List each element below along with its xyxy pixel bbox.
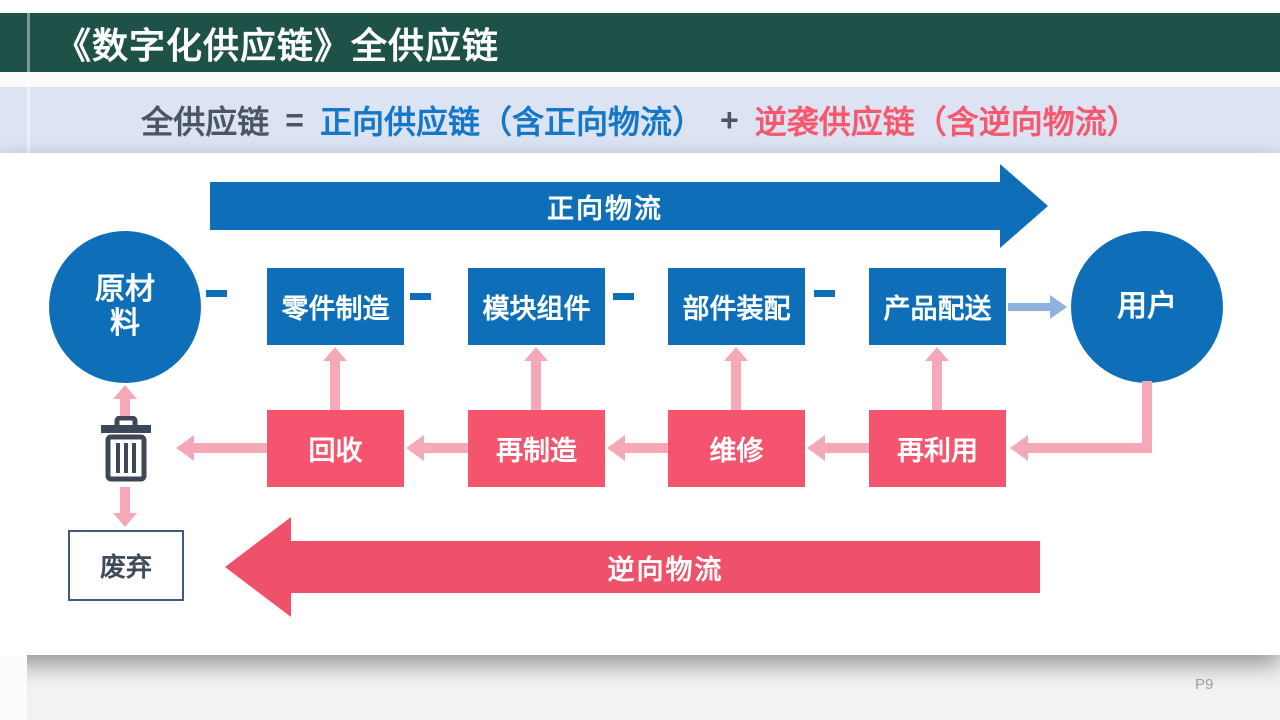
forward-logistics-arrow: 正向物流: [210, 182, 1000, 230]
formula-equals: =: [285, 101, 304, 138]
node-waste: 废弃: [68, 530, 184, 601]
left-arrowhead-icon: [406, 435, 424, 461]
node-repair-label: 维修: [709, 436, 764, 466]
formula-reverse-term: 逆袭供应链（含逆向物流）: [754, 104, 1139, 140]
page-number: P9: [1195, 676, 1214, 693]
down-arrowhead-icon: [113, 513, 137, 527]
user-to-reuse-connector-horizontal: [1028, 443, 1152, 453]
node-user: 用户: [1071, 231, 1223, 383]
connector-dash-icon: [410, 293, 431, 300]
formula-lhs: 全供应链: [141, 104, 270, 140]
up-arrow-shaft: [120, 399, 130, 416]
formula-plus: +: [720, 101, 739, 138]
left-arrowhead-icon: [607, 435, 625, 461]
reverse-logistics-arrowhead-icon: [225, 517, 291, 617]
up-arrowhead-icon: [724, 347, 748, 361]
left-arrowhead-icon: [807, 435, 825, 461]
node-reuse-label: 再利用: [897, 436, 978, 466]
node-user-label: 用户: [1117, 289, 1177, 323]
node-component-assembly-label: 部件装配: [682, 294, 791, 324]
node-parts-manufacturing: 零件制造: [267, 268, 404, 345]
node-parts-manufacturing-label: 零件制造: [281, 294, 390, 324]
up-arrow-shaft: [330, 361, 340, 410]
up-arrow-shaft: [731, 361, 741, 410]
node-recycling-label: 回收: [308, 436, 363, 466]
node-module-assembly-label: 模块组件: [482, 294, 591, 324]
user-to-reuse-connector-vertical: [1142, 381, 1152, 453]
node-product-delivery: 产品配送: [869, 268, 1006, 345]
left-arrow-shaft: [825, 443, 869, 453]
left-arrowhead-icon: [1010, 435, 1028, 461]
node-module-assembly: 模块组件: [468, 268, 605, 345]
node-raw-material-label: 原材料: [95, 272, 155, 341]
node-recycling: 回收: [267, 410, 404, 487]
up-arrowhead-icon: [323, 347, 347, 361]
node-component-assembly: 部件装配: [668, 268, 805, 345]
up-arrowhead-icon: [925, 347, 949, 361]
node-repair: 维修: [668, 410, 805, 487]
bottom-left-gutter: [0, 655, 27, 720]
node-waste-label: 废弃: [99, 552, 152, 582]
delivery-to-user-arrowhead-icon: [1050, 295, 1067, 319]
down-arrow-shaft: [120, 487, 130, 513]
reverse-logistics-arrow: 逆向物流: [291, 541, 1040, 593]
delivery-to-user-arrow: [1008, 303, 1050, 311]
forward-logistics-arrowhead-icon: [1000, 164, 1048, 248]
node-remanufacturing-label: 再制造: [496, 436, 577, 466]
node-remanufacturing: 再制造: [468, 410, 605, 487]
formula-forward-term: 正向供应链（含正向物流）: [319, 104, 704, 140]
top-strip: [0, 0, 1280, 13]
left-arrowhead-icon: [176, 435, 194, 461]
slide-header: 《数字化供应链》全供应链: [0, 13, 1280, 72]
reverse-logistics-label: 逆向物流: [607, 554, 724, 585]
left-arrow-shaft: [625, 443, 668, 453]
trash-icon: [101, 416, 151, 482]
page-title: 《数字化供应链》全供应链: [55, 24, 500, 66]
node-product-delivery-label: 产品配送: [883, 294, 992, 324]
connector-dash-icon: [814, 290, 835, 297]
slide-edge-seam: [27, 13, 30, 655]
left-arrow-shaft: [424, 443, 468, 453]
formula-bar: 全供应链 = 正向供应链（含正向物流） + 逆袭供应链（含逆向物流）: [0, 87, 1280, 153]
up-arrow-shaft: [531, 361, 541, 410]
node-raw-material: 原材料: [49, 231, 201, 383]
up-arrowhead-icon: [113, 385, 137, 399]
connector-dash-icon: [206, 290, 227, 297]
left-arrow-shaft: [194, 443, 267, 453]
forward-logistics-label: 正向物流: [547, 193, 663, 224]
up-arrow-shaft: [932, 361, 942, 410]
connector-dash-icon: [613, 293, 634, 300]
node-reuse: 再利用: [869, 410, 1006, 487]
header-gap: [0, 72, 1280, 87]
up-arrowhead-icon: [524, 347, 548, 361]
